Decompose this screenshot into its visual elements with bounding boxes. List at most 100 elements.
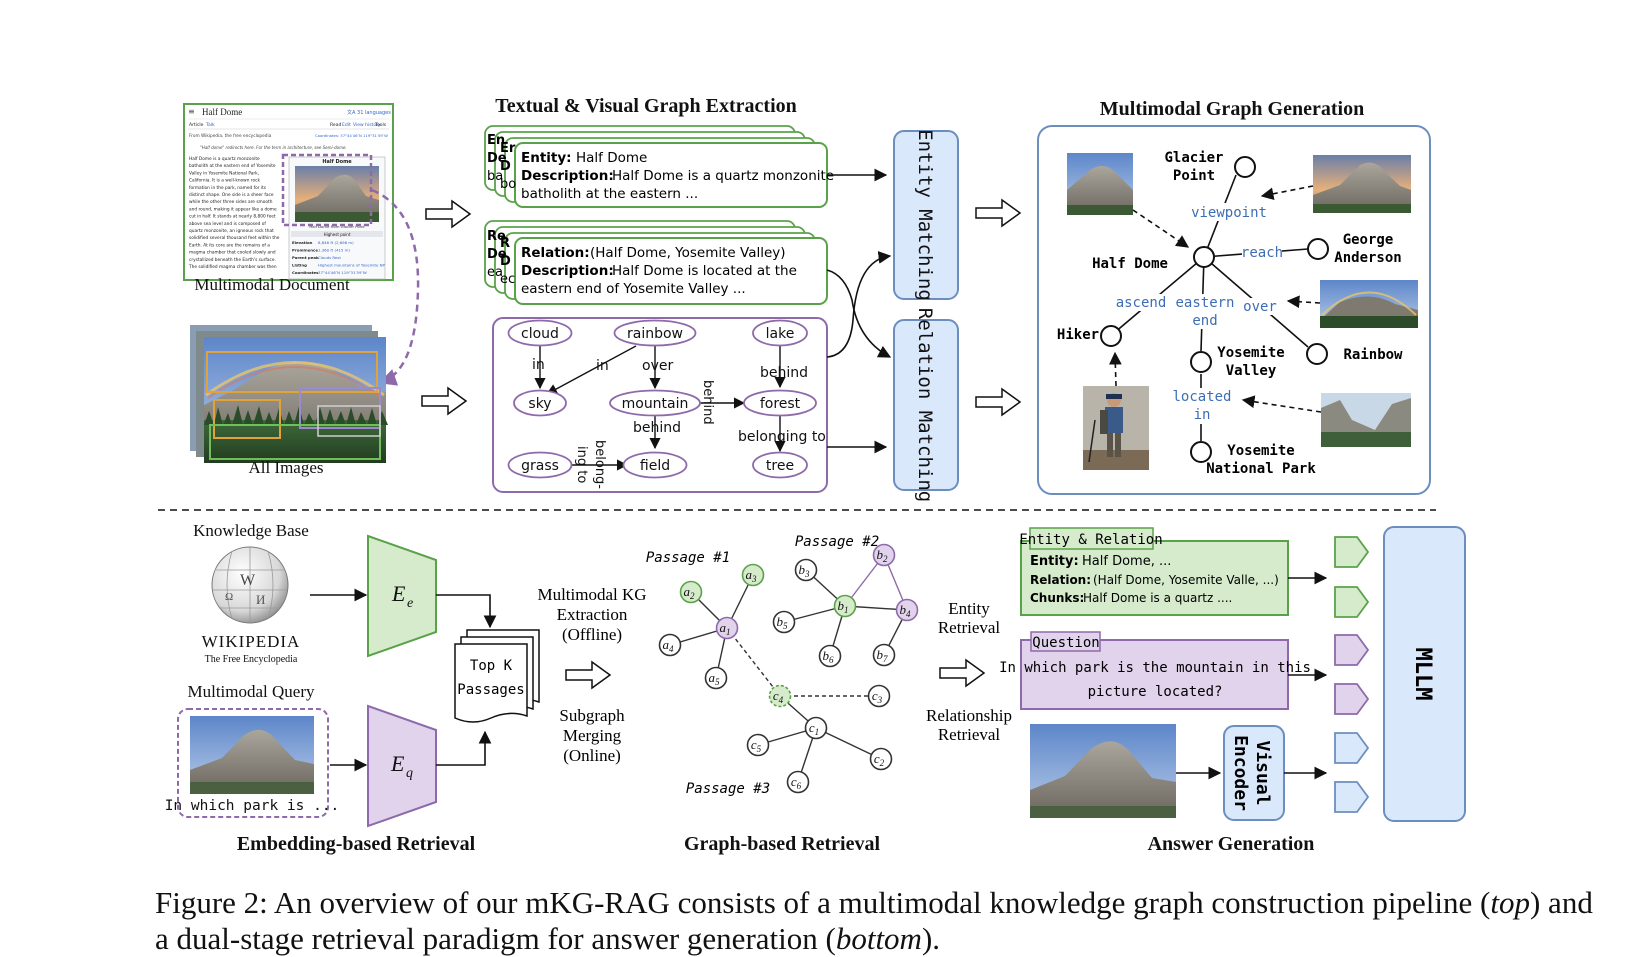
encoder-e-e: E e bbox=[367, 534, 437, 658]
retrieval-node-subscript: 4 bbox=[779, 695, 784, 705]
entity-description-line-2: batholith at the eastern ... bbox=[521, 186, 698, 202]
retrieval-node-label: a1 bbox=[720, 620, 731, 637]
scene-edge-behind-3: behind bbox=[700, 380, 715, 425]
er-relation-key: Relation: bbox=[1030, 573, 1091, 587]
retrieval-node-c4 bbox=[768, 684, 792, 708]
infobox-row-value: Highest mountains of Yosemite NP bbox=[318, 263, 386, 268]
graph-edge-eastern: eastern bbox=[1175, 295, 1234, 311]
retrieval-node-c2 bbox=[869, 747, 893, 771]
doc-body-line: quartz monzonite, an igneous rock that bbox=[189, 228, 274, 234]
infobox-row-key: Parent peak bbox=[292, 255, 319, 260]
graph-label-hiker: Hiker bbox=[1057, 327, 1099, 343]
retrieval-node-subscript: 4 bbox=[669, 644, 674, 654]
infobox-highest: Highest point bbox=[324, 232, 351, 237]
graph-label-glacier: Glacier bbox=[1164, 150, 1223, 166]
doc-body-line: crystallized beneath the Earth's surface… bbox=[189, 257, 276, 263]
scene-node-label-rainbow: rainbow bbox=[627, 326, 683, 342]
doc-body-line: solidified several thousand feet within … bbox=[189, 235, 280, 241]
multimodal-graph: viewpoint reach ascend eastern end over … bbox=[1037, 125, 1431, 495]
retrieval-node-b5 bbox=[772, 610, 796, 634]
scene-node-label-grass: grass bbox=[521, 458, 559, 474]
relation-matching-box: Relation Matching bbox=[893, 308, 959, 502]
scene-edge-belong-2: ing to bbox=[574, 446, 589, 483]
graph-label-anderson: Anderson bbox=[1334, 250, 1401, 266]
doc-body-line: above sea level and is composed of bbox=[189, 221, 266, 227]
doc-body-line: magma chamber that cooled slowly and bbox=[189, 250, 276, 256]
scene-edge-behind-2: behind bbox=[633, 420, 681, 436]
relationship-retrieval-1: Relationship bbox=[926, 706, 1012, 725]
infobox-title: Half Dome bbox=[322, 159, 352, 165]
graph-image-hiker bbox=[1083, 386, 1149, 470]
doc-tab-edit: Edit bbox=[342, 122, 351, 128]
scene-node-sky bbox=[513, 389, 567, 417]
graph-edge-over: over bbox=[1243, 299, 1277, 315]
caption-prefix: Figure 2: An overview of our mKG-RAG con… bbox=[155, 885, 1491, 920]
extraction-title: Textual & Visual Graph Extraction bbox=[495, 95, 797, 117]
doc-body-line: while the other three sides are smooth bbox=[189, 199, 273, 205]
retrieval-node-label: a4 bbox=[663, 637, 675, 654]
doc-body: Half Dome is a quartz monzonitebatholith… bbox=[188, 156, 280, 270]
retrieval-node-a5 bbox=[704, 666, 728, 690]
doc-title: Half Dome bbox=[202, 107, 242, 117]
retrieval-node-label: c5 bbox=[751, 737, 762, 754]
retrieval-node-label: a5 bbox=[709, 670, 721, 687]
retrieval-node-label: c4 bbox=[773, 688, 784, 705]
retrieval-node-label: a3 bbox=[746, 567, 758, 584]
entity-description-key: Description: bbox=[521, 168, 614, 184]
retrieval-node-label: b1 bbox=[838, 598, 849, 615]
scene-node-label-mountain: mountain bbox=[622, 396, 689, 412]
passage-2-label: Passage #2 bbox=[795, 534, 879, 550]
entity-retrieval-2: Retrieval bbox=[938, 618, 1001, 637]
retrieval-node-subscript: 5 bbox=[783, 621, 788, 631]
graph-label-point: Point bbox=[1173, 168, 1215, 184]
scene-node-label-field: field bbox=[640, 458, 670, 474]
relation-value: (Half Dome, Yosemite Valley) bbox=[590, 245, 786, 261]
encoder-e-q-letter: E bbox=[390, 751, 405, 776]
graph-image-half-dome-2 bbox=[1313, 155, 1411, 213]
entity-card-back-4: Er bbox=[500, 141, 516, 156]
scene-graph: in in over behind behind behind belong- … bbox=[492, 317, 828, 493]
doc-body-line: formation in the park, named for its bbox=[189, 185, 267, 191]
graph-node-rainbow bbox=[1306, 343, 1328, 365]
retrieval-node-c3 bbox=[867, 684, 891, 708]
entity-relation-box: Entity & Relation Entity: Half Dome, ...… bbox=[1019, 527, 1289, 616]
graph-node-halfdome bbox=[1193, 246, 1215, 268]
subgraph-merging-2: Merging bbox=[563, 726, 622, 745]
infobox-photo bbox=[295, 166, 379, 222]
scene-edge-behind-1: behind bbox=[760, 365, 808, 381]
doc-body-line: Earth. At its core are the remains of a bbox=[189, 242, 270, 248]
encoder-e-e-subscript: e bbox=[407, 596, 413, 611]
entity-to-graph-arrow bbox=[975, 198, 1022, 228]
scene-node-cloud bbox=[507, 319, 573, 347]
query-title: Multimodal Query bbox=[187, 682, 315, 701]
retrieval-node-b7 bbox=[872, 643, 896, 667]
retrieval-node-subscript: 3 bbox=[804, 569, 810, 579]
retrieval-node-subscript: 4 bbox=[906, 609, 911, 619]
scene-node-label-forest: forest bbox=[760, 396, 801, 412]
retrieval-node-a3 bbox=[741, 563, 765, 587]
mllm-label: MLLM bbox=[1410, 648, 1435, 701]
answer-generation-title: Answer Generation bbox=[1148, 833, 1315, 855]
scene-node-grass bbox=[507, 451, 573, 479]
graph-node-glacier bbox=[1234, 156, 1256, 178]
entity-retrieval-1: Entity bbox=[948, 599, 990, 618]
question-box: Question In which park is the mountain i… bbox=[999, 631, 1311, 710]
topk-label-2: Passages bbox=[457, 682, 524, 698]
scene-edge-over: over bbox=[642, 358, 673, 374]
doc-coords: Coordinates: 37°44′46″N 119°31′59″W bbox=[315, 133, 388, 138]
retrieval-node-label: a2 bbox=[684, 584, 696, 601]
graph-edge-located: located bbox=[1172, 389, 1231, 405]
scene-edge-belong-1: belong- bbox=[592, 440, 607, 489]
subgraph-merging-3: (Online) bbox=[563, 746, 621, 765]
graph-image-half-dome-1 bbox=[1067, 153, 1133, 215]
relation-card-back-1: Re bbox=[487, 229, 506, 244]
mkg-extraction-2: Extraction bbox=[557, 605, 628, 624]
graph-label-park-yosemite: Yosemite bbox=[1227, 443, 1294, 459]
doc-body-line: Valley in Yosemite National Park, bbox=[189, 170, 259, 176]
topk-label-1: Top K bbox=[470, 658, 513, 674]
retrieval-node-a2 bbox=[679, 580, 703, 604]
caption-top: top bbox=[1490, 885, 1530, 920]
question-line-2: picture located? bbox=[1088, 684, 1223, 700]
relation-to-graph-arrow bbox=[975, 387, 1022, 417]
infobox-caption: Half Dome from Glacier Point bbox=[309, 224, 365, 229]
